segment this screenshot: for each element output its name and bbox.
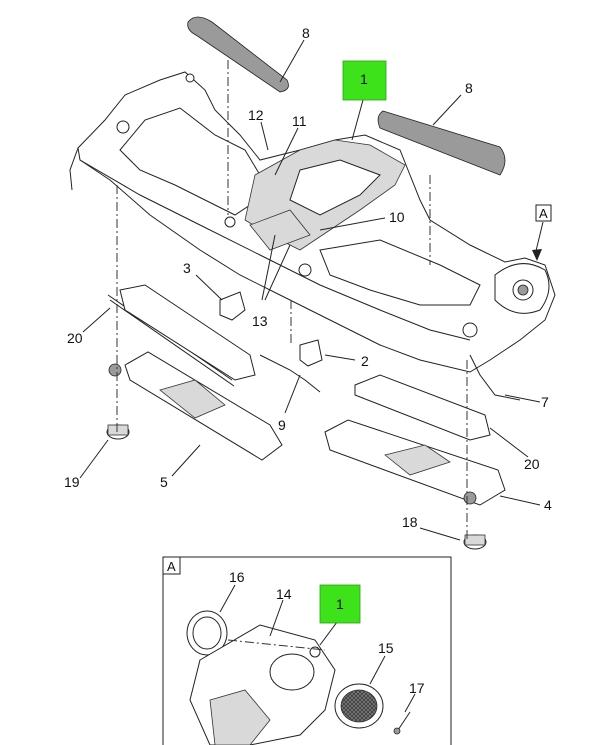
vanity-mirror-left xyxy=(159,379,226,419)
visor-rod-left-2 xyxy=(109,299,235,387)
visor-right-back xyxy=(354,374,491,441)
visor-clip-2 xyxy=(299,339,323,367)
callout-3: 3 xyxy=(183,260,191,276)
callout-8-right: 8 xyxy=(465,80,473,96)
callout-1-top: 1 xyxy=(360,71,368,87)
wire-harness-7 xyxy=(469,354,521,401)
callout-18: 18 xyxy=(402,514,418,530)
detail-inset-a: A 1 16 14 15 17 xyxy=(162,556,452,745)
callout-10: 10 xyxy=(389,209,405,225)
screw-17 xyxy=(397,711,411,731)
callout-2: 2 xyxy=(361,353,369,369)
callout-4: 4 xyxy=(544,497,552,513)
visor-pivot-left xyxy=(108,363,122,377)
visor-clip-3 xyxy=(219,291,246,321)
callout-14: 14 xyxy=(276,586,292,602)
visor-bracket-19 xyxy=(106,424,130,440)
callout-5: 5 xyxy=(160,474,168,490)
headliner-frame xyxy=(69,71,556,373)
callout-13: 13 xyxy=(252,313,268,329)
callout-17: 17 xyxy=(409,680,425,696)
callout-1-inset: 1 xyxy=(336,596,344,612)
visor-pivot-right xyxy=(463,491,477,505)
view-marker-main: A xyxy=(539,206,548,221)
callout-20-right: 20 xyxy=(524,456,540,472)
callout-8-left: 8 xyxy=(302,25,310,41)
callout-7: 7 xyxy=(541,394,549,410)
visor-bracket-18 xyxy=(463,534,487,550)
callout-20-left: 20 xyxy=(67,330,83,346)
visor-left-back xyxy=(119,284,256,381)
view-arrow xyxy=(532,249,542,261)
callout-12: 12 xyxy=(248,107,264,123)
wire-harness-9 xyxy=(259,354,321,393)
mesh-panel-left xyxy=(187,16,289,93)
callout-19: 19 xyxy=(64,474,80,490)
callout-16: 16 xyxy=(229,569,245,585)
vanity-mirror-right xyxy=(384,444,451,476)
mesh-panel-right xyxy=(377,110,506,176)
view-marker-box-main xyxy=(535,204,552,222)
highlight-box-1-top xyxy=(342,60,387,101)
callout-15: 15 xyxy=(378,640,394,656)
view-marker-inset: A xyxy=(167,559,176,574)
highlight-box-1-inset xyxy=(319,584,361,624)
leader-lines xyxy=(79,39,544,541)
callout-11: 11 xyxy=(292,113,307,129)
callout-9: 9 xyxy=(278,417,286,433)
